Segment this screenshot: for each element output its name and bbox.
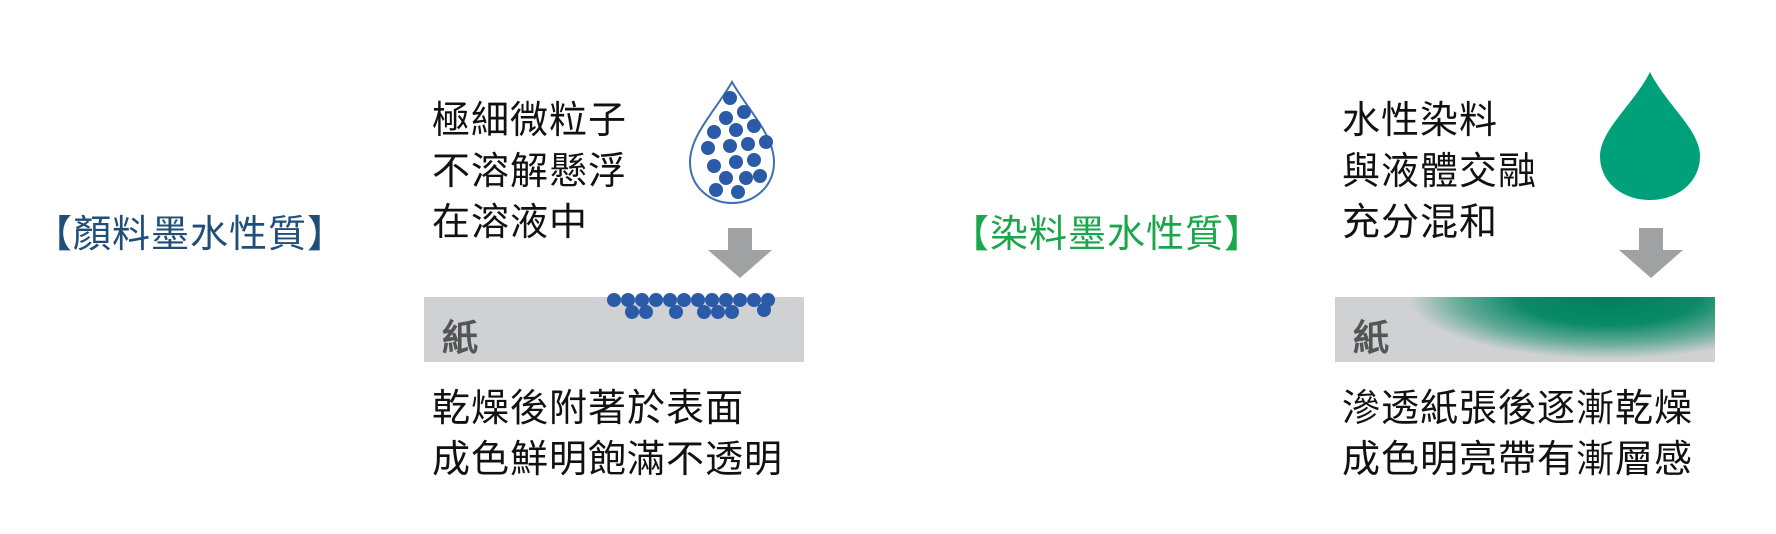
pigment-description-line: 極細微粒子 <box>432 98 628 142</box>
particle-dot <box>707 159 721 173</box>
pigment-result-line: 乾燥後附著於表面 <box>432 386 745 430</box>
arrow-down-icon <box>1619 228 1683 278</box>
particle-dot <box>719 111 733 125</box>
dye-result-line: 成色明亮帶有漸層感 <box>1342 437 1694 481</box>
paper-label: 紙 <box>442 318 479 359</box>
particle-dot <box>731 185 745 199</box>
particle-dot <box>733 293 747 307</box>
particle-dot <box>639 305 653 319</box>
pigment-particles <box>607 293 775 319</box>
particle-dot <box>739 171 753 185</box>
pigment-description: 極細微粒子 不溶解懸浮 在溶液中 <box>432 95 627 248</box>
particle-dot <box>711 305 725 319</box>
dye-result: 滲透紙張後逐漸乾燥 成色明亮帶有漸層感 <box>1342 383 1693 485</box>
particle-dot <box>753 169 767 183</box>
dye-description-line: 與液體交融 <box>1342 149 1538 193</box>
particle-dot <box>723 139 737 153</box>
particle-dot <box>697 305 711 319</box>
particle-dot <box>677 293 691 307</box>
dye-description: 水性染料 與液體交融 充分混和 <box>1342 95 1537 248</box>
particle-dot <box>635 293 649 307</box>
dye-result-line: 滲透紙張後逐漸乾燥 <box>1342 386 1694 430</box>
particle-dot <box>625 305 639 319</box>
particle-dot <box>701 141 715 155</box>
particle-dot <box>747 119 761 133</box>
particle-dot <box>691 293 705 307</box>
pigment-paper: 紙 <box>424 297 804 362</box>
particle-dot <box>723 91 737 105</box>
pigment-description-line: 不溶解懸浮 <box>432 149 628 193</box>
particle-dot <box>607 293 621 307</box>
pigment-drop-icon <box>688 80 776 205</box>
pigment-result: 乾燥後附著於表面 成色鮮明飽滿不透明 <box>432 383 783 485</box>
particle-dot <box>719 171 733 185</box>
particle-dot <box>705 293 719 307</box>
dye-paper: 紙 <box>1335 297 1715 362</box>
particle-dot <box>757 303 771 317</box>
dye-drop-icon <box>1600 72 1700 200</box>
pigment-result-line: 成色鮮明飽滿不透明 <box>432 437 784 481</box>
particle-dot <box>729 155 743 169</box>
pigment-description-line: 在溶液中 <box>432 200 589 244</box>
particle-dot <box>709 183 723 197</box>
particle-dot <box>707 125 721 139</box>
dye-title: 【染料墨水性質】 <box>951 212 1264 256</box>
dye-description-line: 水性染料 <box>1342 98 1499 142</box>
paper-label: 紙 <box>1353 318 1390 359</box>
particle-dot <box>649 293 663 307</box>
particle-dot <box>725 305 739 319</box>
particle-dot <box>621 293 635 307</box>
particle-dot <box>741 137 755 151</box>
particle-dot <box>737 105 751 119</box>
particle-dot <box>663 293 677 307</box>
particle-dot <box>719 293 733 307</box>
dye-description-line: 充分混和 <box>1342 200 1499 244</box>
particle-dot <box>747 153 761 167</box>
particle-dot <box>669 305 683 319</box>
particle-dot <box>729 123 743 137</box>
particle-dot <box>747 293 761 307</box>
particle-dot <box>759 135 773 149</box>
pigment-title: 【顏料墨水性質】 <box>34 212 347 256</box>
arrow-down-icon <box>708 228 772 278</box>
